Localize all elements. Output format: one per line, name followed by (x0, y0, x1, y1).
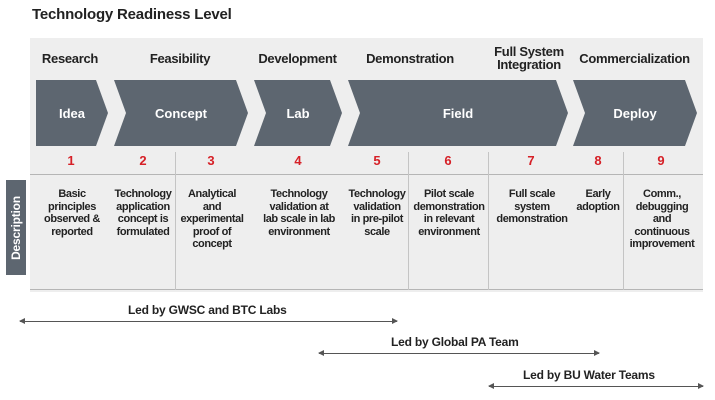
description-level-8: Early adoption (576, 188, 620, 213)
stage-research: Research (41, 50, 99, 66)
level-number-7: 7 (527, 153, 535, 168)
level-number-3: 3 (207, 153, 215, 168)
description-level-5: Technology validation in pre-pilot scale (348, 188, 406, 238)
level-number-4: 4 (294, 153, 302, 168)
lead-arrow-bu-water (488, 383, 704, 389)
description-side-label: Description (6, 180, 26, 275)
phase-arrow-idea: Idea (36, 80, 108, 146)
description-bottom-divider (30, 289, 703, 290)
description-level-4: Technology validation at lab scale in la… (263, 188, 335, 238)
lead-arrow-gwsc-btc (19, 318, 398, 324)
description-top-divider (30, 174, 703, 175)
column-divider-5-6 (408, 152, 409, 290)
lead-label-global-pa: Led by Global PA Team (391, 335, 519, 349)
description-level-7: Full scale system demonstration (496, 188, 568, 225)
level-number-8: 8 (594, 153, 602, 168)
diagram-title: Technology Readiness Level (32, 6, 232, 23)
stage-feasibility: Feasibility (149, 50, 211, 66)
phase-arrow-lab: Lab (254, 80, 342, 146)
stage-development: Development (258, 50, 337, 66)
lead-range-global-pa: Led by Global PA Team (318, 335, 600, 359)
phase-arrow-concept: Concept (114, 80, 248, 146)
stage-commercialization: Commercialization (579, 50, 690, 66)
level-number-2: 2 (139, 153, 147, 168)
description-side-label-text: Description (9, 195, 23, 260)
level-number-5: 5 (373, 153, 381, 168)
column-divider-2-3 (175, 152, 176, 290)
lead-range-gwsc-btc: Led by GWSC and BTC Labs (19, 303, 398, 327)
description-level-2: Technology application concept is formul… (114, 188, 172, 238)
level-number-1: 1 (67, 153, 75, 168)
stage-full-system-integration: Full System Integration (494, 44, 564, 72)
description-level-3: Analytical and experimental proof of con… (180, 188, 244, 250)
column-divider-6-7 (488, 152, 489, 290)
stage-demonstration: Demonstration (366, 50, 454, 66)
phase-arrow-field: Field (348, 80, 568, 146)
phase-arrow-deploy: Deploy (573, 80, 697, 146)
lead-range-bu-water: Led by BU Water Teams (488, 368, 704, 392)
column-divider-8-9 (623, 152, 624, 290)
lead-label-gwsc-btc: Led by GWSC and BTC Labs (128, 303, 287, 317)
level-number-6: 6 (444, 153, 452, 168)
description-level-9: Comm., debugging and continuous improvem… (629, 188, 695, 250)
description-level-6: Pilot scale demonstration in relevant en… (413, 188, 485, 238)
level-number-9: 9 (657, 153, 665, 168)
description-level-1: Basic principles observed & reported (44, 188, 100, 238)
lead-label-bu-water: Led by BU Water Teams (523, 368, 655, 382)
lead-arrow-global-pa (318, 350, 600, 356)
